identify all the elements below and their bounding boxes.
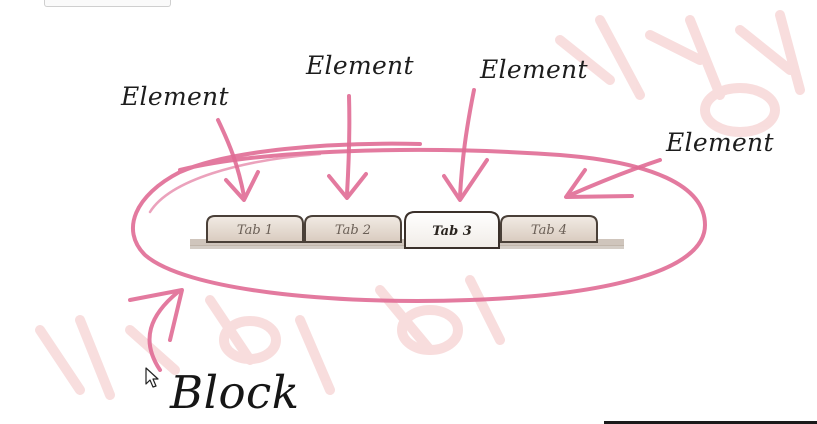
element-arrow-2 <box>327 94 368 200</box>
element-label-1: Element <box>121 82 229 111</box>
watermark <box>35 10 805 400</box>
bottom-divider <box>604 421 817 424</box>
tab-strip: Tab 1 Tab 2 Tab 3 Tab 4 <box>206 211 598 249</box>
mouse-pointer-icon <box>145 367 159 388</box>
tab-3[interactable]: Tab 3 <box>404 211 500 249</box>
tab-4[interactable]: Tab 4 <box>500 215 598 243</box>
block-arrow <box>128 288 184 372</box>
tab-2-label: Tab 2 <box>335 223 371 238</box>
element-label-3: Element <box>480 55 588 84</box>
element-label-4: Element <box>666 128 774 157</box>
element-arrow-1 <box>216 118 260 202</box>
block-ellipse <box>130 141 708 303</box>
element-arrow-3 <box>442 88 489 202</box>
block-label: Block <box>170 366 300 419</box>
tab-3-label: Tab 3 <box>432 224 472 239</box>
element-label-2: Element <box>306 51 414 80</box>
element-arrow-4 <box>564 158 662 199</box>
tab-2[interactable]: Tab 2 <box>304 215 402 243</box>
tab-1-label: Tab 1 <box>237 223 273 238</box>
top-bar-stub <box>44 0 171 7</box>
tab-4-label: Tab 4 <box>531 223 567 238</box>
tab-1[interactable]: Tab 1 <box>206 215 304 243</box>
